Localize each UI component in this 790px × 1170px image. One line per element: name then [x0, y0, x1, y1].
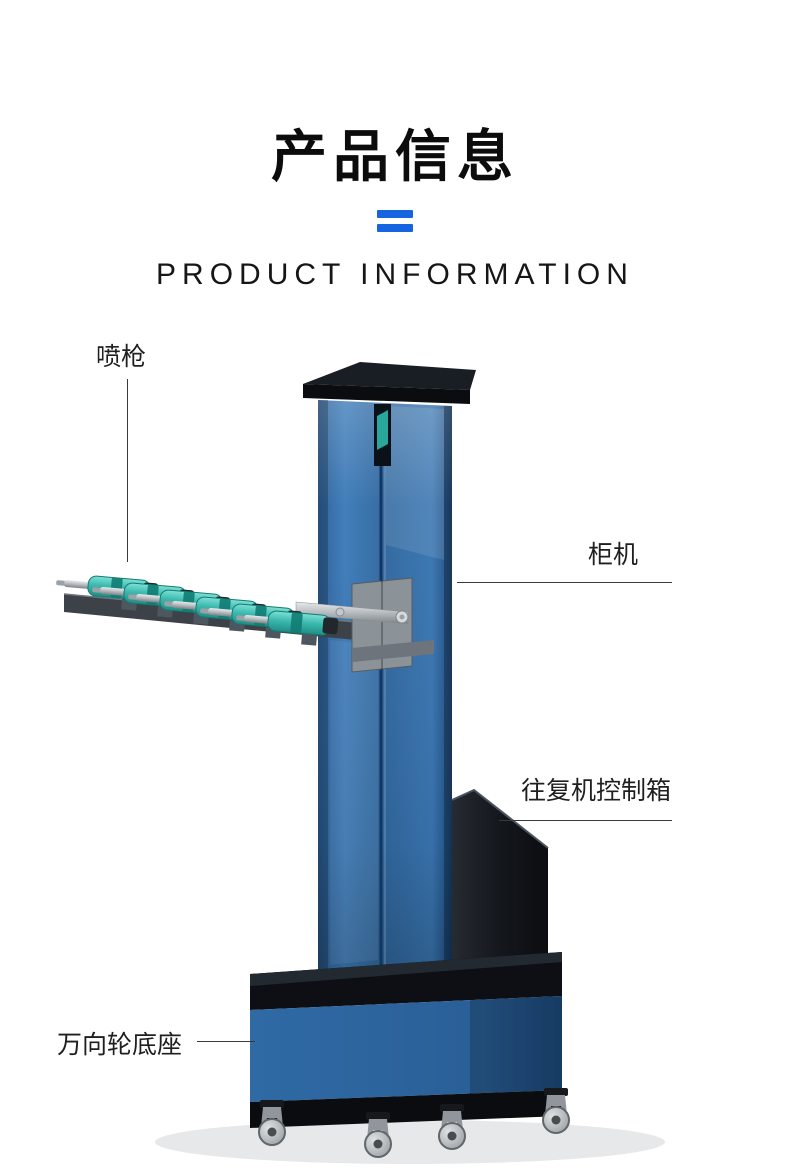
- callout-label-spray-gun: 喷枪: [96, 343, 147, 371]
- callout-label-caster-base: 万向轮底座: [57, 1031, 183, 1059]
- accent-bar-bottom: [377, 224, 413, 232]
- callout-line-spray-gun: [127, 379, 128, 562]
- callout-label-control-box: 往复机控制箱: [521, 777, 672, 805]
- page-title: 产品信息: [271, 125, 519, 188]
- callout-line-caster-base: [197, 1041, 255, 1042]
- machine-base: [250, 952, 562, 1128]
- ground-shadow: [155, 1120, 665, 1164]
- page-subtitle: PRODUCT INFORMATION: [156, 258, 634, 291]
- callout-line-control-box: [499, 820, 672, 821]
- tower-top-cap: [303, 362, 476, 404]
- machine-tower: [318, 400, 452, 990]
- control-box: [451, 788, 549, 962]
- tower-track-slot: [374, 404, 391, 466]
- callout-line-cabinet: [457, 582, 672, 583]
- accent-bar-top: [377, 210, 413, 218]
- callout-label-cabinet: 柜机: [588, 541, 639, 569]
- equals-accent-icon: [377, 210, 413, 238]
